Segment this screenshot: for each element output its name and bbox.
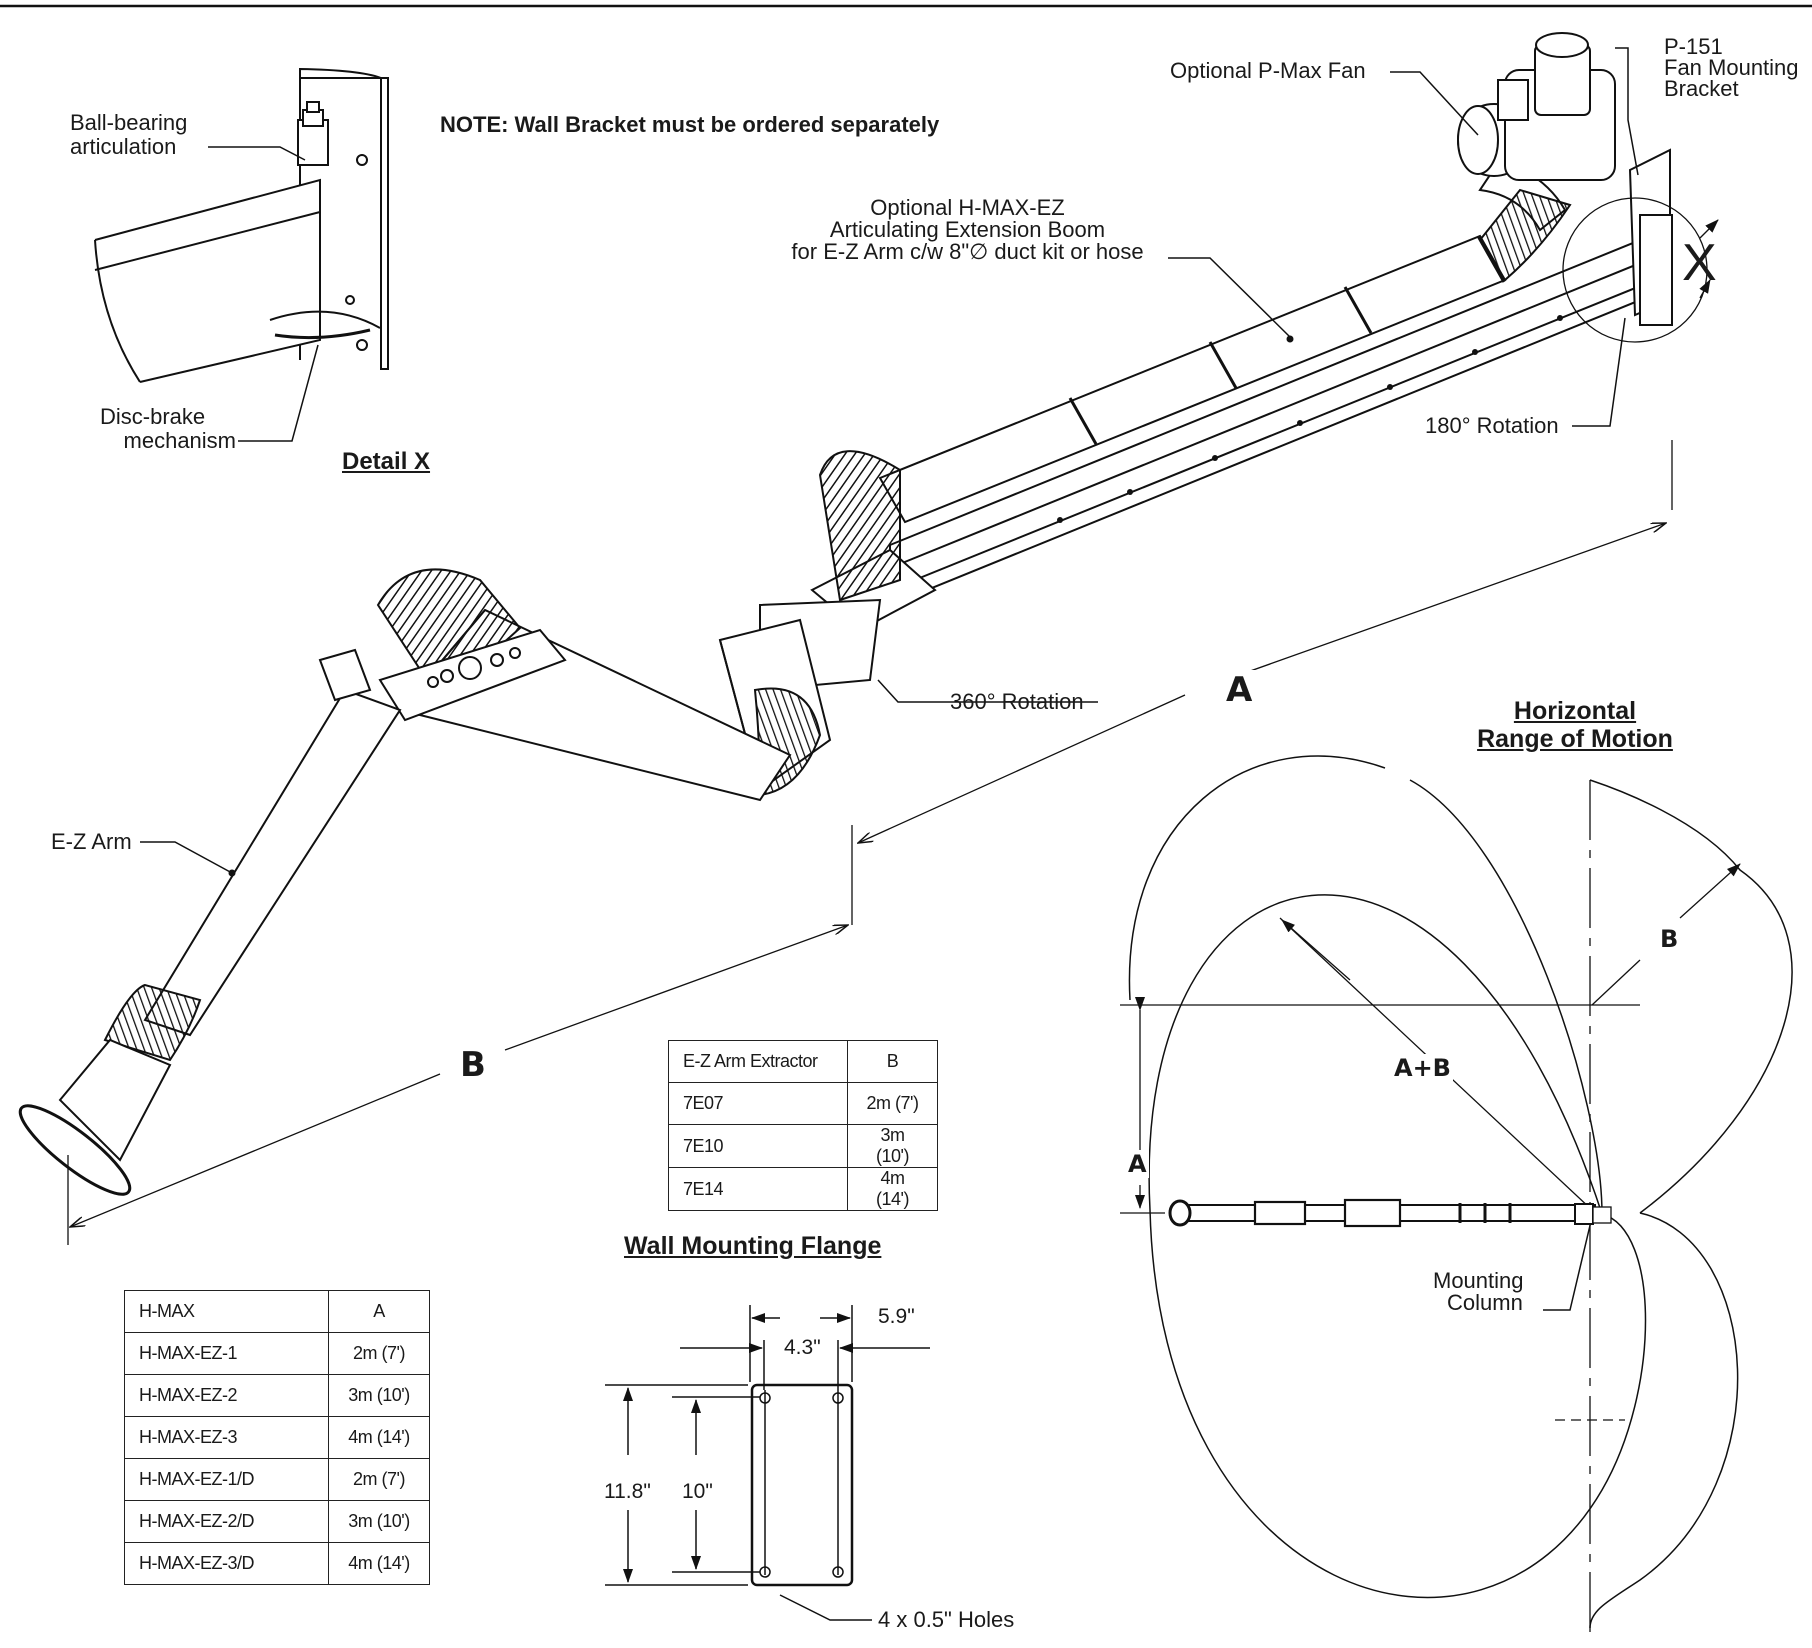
rotation-360-label: 360° Rotation: [950, 689, 1084, 714]
table-row: 7E07 2m (7'): [668, 1082, 938, 1125]
disc-brake-label: Disc-brake mechanism: [100, 404, 236, 453]
table-cell: 7E07: [668, 1082, 848, 1125]
flange-width-holes: 4.3": [782, 1336, 823, 1360]
table-cell: H-MAX-EZ-3: [124, 1416, 329, 1459]
table-header: E-Z Arm Extractor B: [668, 1040, 938, 1083]
table-row: 7E10 3m (10'): [668, 1124, 938, 1168]
table-cell: 3m (10'): [328, 1500, 430, 1543]
ez-arm-label: E-Z Arm: [51, 829, 132, 854]
dimension-b: B: [456, 1045, 490, 1085]
dimension-lines: [67, 440, 1673, 1245]
table-header-cell: B: [847, 1040, 938, 1083]
table-cell: 4m (14'): [847, 1167, 938, 1211]
leader-disc-brake: [238, 344, 319, 442]
table-row: H-MAX-EZ-3/D 4m (14'): [124, 1542, 430, 1585]
table-row: H-MAX-EZ-2/D 3m (10'): [124, 1500, 430, 1543]
ball-bearing-label: Ball-bearing articulation: [70, 110, 188, 159]
ez-arm-table: E-Z Arm Extractor B 7E07 2m (7') 7E10 3m…: [668, 1040, 938, 1211]
wall-flange: [605, 1305, 930, 1587]
flange-holes-label: 4 x 0.5" Holes: [878, 1607, 1015, 1632]
table-cell: H-MAX-EZ-2: [124, 1374, 329, 1417]
boom-label: Optional H-MAX-EZ Articulating Extension…: [791, 195, 1144, 264]
label-leaders: [140, 47, 1639, 1621]
table-cell: H-MAX-EZ-2/D: [124, 1500, 329, 1543]
leader-ball-bearing: [208, 146, 306, 161]
table-row: H-MAX-EZ-3 4m (14'): [124, 1416, 430, 1459]
table-cell: H-MAX-EZ-3/D: [124, 1542, 329, 1585]
table-cell: H-MAX-EZ-1: [124, 1332, 329, 1375]
range-dimension-ab: A+B: [1392, 1054, 1453, 1082]
flange-width-outer: 5.9": [876, 1305, 917, 1329]
fan-hose: [1478, 188, 1572, 282]
boom-joint: [718, 450, 937, 797]
table-row: H-MAX-EZ-1 2m (7'): [124, 1332, 430, 1375]
detail-x-view: [94, 67, 389, 383]
table-header-cell: A: [328, 1290, 430, 1333]
range-dimension-a: A: [1126, 1150, 1149, 1178]
flange-height-outer: 11.8": [602, 1480, 653, 1504]
table-row: H-MAX-EZ-2 3m (10'): [124, 1374, 430, 1417]
range-dimension-b: B: [1658, 925, 1681, 953]
flange-height-holes: 10": [680, 1480, 715, 1504]
mounting-column-label: Mounting Column: [1433, 1268, 1524, 1315]
bracket-label: P-151 Fan Mounting Bracket: [1664, 34, 1799, 101]
horizontal-range-title: Horizontal Range of Motion: [1477, 697, 1673, 753]
hmax-table: H-MAX A H-MAX-EZ-1 2m (7') H-MAX-EZ-2 3m…: [124, 1290, 430, 1585]
table-cell: 4m (14'): [328, 1542, 430, 1585]
wall-end: [1562, 197, 1719, 343]
table-cell: H-MAX-EZ-1/D: [124, 1458, 329, 1501]
table-cell: 4m (14'): [328, 1416, 430, 1459]
wall-flange-title: Wall Mounting Flange: [624, 1232, 882, 1260]
wall-bracket-note: NOTE: Wall Bracket must be ordered separ…: [440, 112, 940, 137]
table-header-cell: H-MAX: [124, 1290, 329, 1333]
table-cell: 7E14: [668, 1167, 848, 1211]
view-x-marker: X: [1682, 234, 1717, 292]
table-cell: 2m (7'): [328, 1458, 430, 1501]
ez-arm: [18, 568, 792, 1196]
table-cell: 3m (10'): [328, 1374, 430, 1417]
table-cell: 3m (10'): [847, 1124, 938, 1168]
detail-x-title: Detail X: [342, 448, 431, 475]
table-header: H-MAX A: [124, 1290, 430, 1333]
dimension-a: A: [1222, 670, 1257, 710]
table-cell: 7E10: [668, 1124, 848, 1168]
rotation-180-label: 180° Rotation: [1425, 413, 1559, 438]
table-cell: 2m (7'): [328, 1332, 430, 1375]
table-header-cell: E-Z Arm Extractor: [668, 1040, 848, 1083]
range-of-motion: [1120, 755, 1793, 1640]
table-cell: 2m (7'): [847, 1082, 938, 1125]
table-row: H-MAX-EZ-1/D 2m (7'): [124, 1458, 430, 1501]
table-row: 7E14 4m (14'): [668, 1167, 938, 1211]
fan-label: Optional P-Max Fan: [1170, 58, 1366, 83]
